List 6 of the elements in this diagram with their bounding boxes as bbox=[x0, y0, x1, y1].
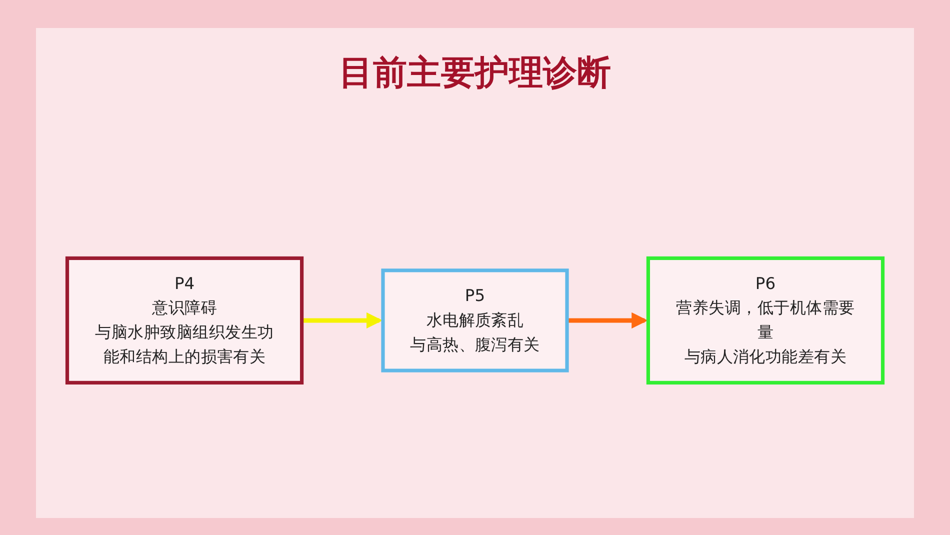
diagnosis-card: P5 水电解质紊乱 与高热、腹泻有关 bbox=[381, 268, 569, 372]
arrow bbox=[302, 312, 383, 328]
diagnosis-card: P6 营养失调，低于机体需要量 与病人消化功能差有关 bbox=[646, 256, 885, 384]
diagnosis-card: P4 意识障碍 与脑水肿致脑组织发生功能和结构上的损害有关 bbox=[65, 256, 304, 384]
arrow bbox=[567, 312, 648, 328]
slide-title: 目前主要护理诊断 bbox=[339, 53, 611, 93]
